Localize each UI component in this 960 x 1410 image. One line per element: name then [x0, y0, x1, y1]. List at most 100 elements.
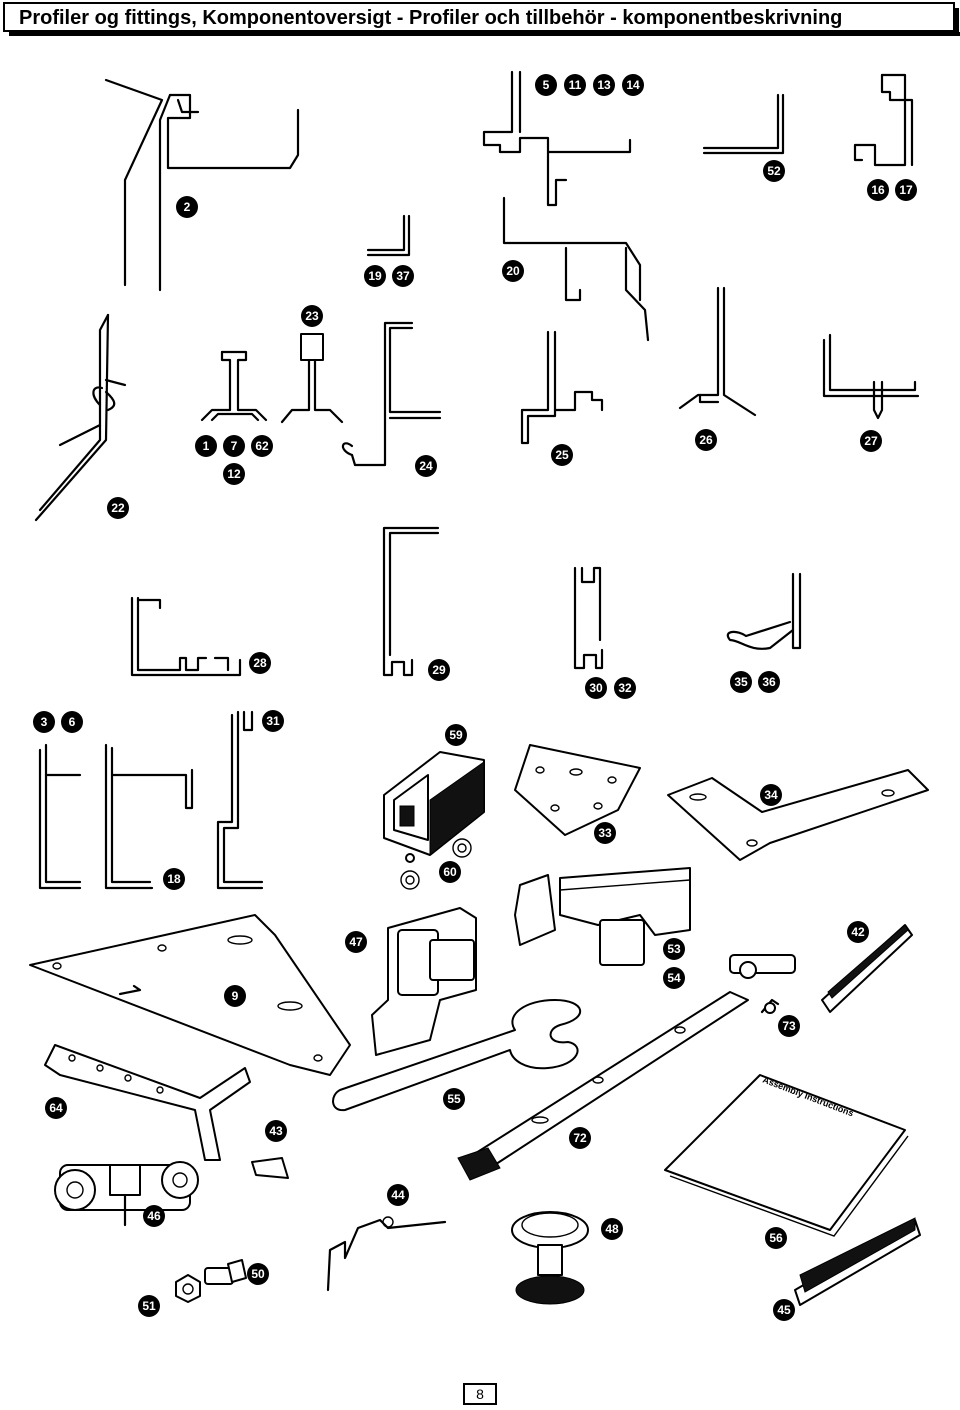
svg-text:7: 7 — [231, 439, 238, 453]
part-72-drawing — [457, 954, 796, 1181]
part-44-drawing — [326, 1216, 447, 1292]
svg-text:30: 30 — [589, 681, 603, 695]
part-43-drawing — [251, 1157, 289, 1179]
label-2: 2 — [176, 196, 198, 218]
profile-27-drawing — [822, 333, 920, 420]
profile-24-drawing — [341, 321, 442, 467]
svg-text:20: 20 — [506, 264, 520, 278]
svg-text:53: 53 — [667, 942, 681, 956]
label-35: 35 — [730, 671, 752, 693]
label-56: 56 — [765, 1227, 787, 1249]
label-47: 47 — [345, 931, 367, 953]
label-badges: 5 11 13 14 52 16 17 2 19 37 20 23 1 7 62… — [33, 74, 917, 1321]
label-26: 26 — [695, 429, 717, 451]
label-53: 53 — [663, 938, 685, 960]
part-42-drawing — [821, 924, 913, 1013]
label-45: 45 — [773, 1299, 795, 1321]
label-14: 14 — [622, 74, 644, 96]
svg-text:17: 17 — [899, 183, 913, 197]
svg-text:24: 24 — [419, 459, 433, 473]
label-54: 54 — [663, 967, 685, 989]
label-60: 60 — [439, 861, 461, 883]
part-55-drawing — [332, 999, 582, 1112]
profile-25-drawing — [520, 330, 604, 445]
label-27: 27 — [860, 430, 882, 452]
svg-text:28: 28 — [253, 656, 267, 670]
part-56-drawing: Assembly Instructions — [664, 1074, 909, 1237]
part-53-drawing — [514, 867, 691, 966]
label-25: 25 — [551, 444, 573, 466]
svg-text:2: 2 — [184, 200, 191, 214]
svg-text:3: 3 — [41, 715, 48, 729]
svg-text:19: 19 — [368, 269, 382, 283]
label-22: 22 — [107, 497, 129, 519]
label-9: 9 — [224, 985, 246, 1007]
label-72: 72 — [569, 1127, 591, 1149]
label-50: 50 — [247, 1263, 269, 1285]
svg-text:55: 55 — [447, 1092, 461, 1106]
label-51: 51 — [138, 1295, 160, 1317]
svg-text:48: 48 — [605, 1222, 619, 1236]
svg-text:12: 12 — [227, 467, 241, 481]
label-6: 6 — [61, 711, 83, 733]
svg-text:6: 6 — [69, 715, 76, 729]
svg-text:22: 22 — [111, 501, 125, 515]
label-12: 12 — [223, 463, 245, 485]
svg-text:31: 31 — [266, 714, 280, 728]
label-13: 13 — [593, 74, 615, 96]
title-bar: Profiler og fittings, Komponentoversigt … — [3, 2, 960, 36]
part-33-drawing — [514, 744, 641, 836]
page-number: 8 — [463, 1383, 497, 1405]
label-33: 33 — [594, 822, 616, 844]
part-47-drawing — [371, 907, 477, 1056]
svg-text:18: 18 — [167, 872, 181, 886]
profile-28-drawing — [130, 596, 242, 677]
profile-2-drawing — [104, 78, 300, 292]
profile-20-drawing — [502, 196, 650, 342]
svg-text:9: 9 — [232, 989, 239, 1003]
profile-3-drawing — [38, 743, 194, 890]
label-62: 62 — [251, 435, 273, 457]
label-7: 7 — [223, 435, 245, 457]
svg-text:36: 36 — [762, 675, 776, 689]
label-43: 43 — [265, 1120, 287, 1142]
part-73-drawing — [760, 998, 780, 1014]
label-59: 59 — [445, 724, 467, 746]
svg-text:45: 45 — [777, 1303, 791, 1317]
label-36: 36 — [758, 671, 780, 693]
profile-31-drawing — [216, 710, 264, 890]
svg-text:56: 56 — [769, 1231, 783, 1245]
part-50-drawing — [175, 1259, 247, 1303]
svg-text:50: 50 — [251, 1267, 265, 1281]
label-29: 29 — [428, 659, 450, 681]
svg-text:52: 52 — [767, 164, 781, 178]
profile-30-drawing — [573, 566, 604, 670]
part-48-drawing — [511, 1211, 589, 1305]
svg-text:62: 62 — [255, 439, 269, 453]
label-5: 5 — [535, 74, 557, 96]
profile-1-drawing — [200, 350, 268, 422]
profile-22-drawing — [34, 313, 127, 522]
svg-text:25: 25 — [555, 448, 569, 462]
profile-35-drawing — [726, 572, 802, 650]
label-44: 44 — [387, 1184, 409, 1206]
svg-text:13: 13 — [597, 78, 611, 92]
label-16: 16 — [867, 179, 889, 201]
part-60-drawing — [400, 838, 472, 890]
label-37: 37 — [392, 265, 414, 287]
svg-text:11: 11 — [569, 78, 582, 92]
label-1: 1 — [195, 435, 217, 457]
label-73: 73 — [778, 1015, 800, 1037]
svg-text:42: 42 — [851, 925, 865, 939]
profile-5-drawing — [482, 70, 632, 207]
part-9-drawing — [29, 914, 351, 1076]
label-34: 34 — [760, 784, 782, 806]
page-title: Profiler og fittings, Komponentoversigt … — [19, 7, 843, 29]
label-17: 17 — [895, 179, 917, 201]
svg-text:33: 33 — [598, 826, 612, 840]
svg-text:34: 34 — [764, 788, 778, 802]
svg-text:5: 5 — [543, 78, 550, 92]
label-52: 52 — [763, 160, 785, 182]
label-18: 18 — [163, 868, 185, 890]
